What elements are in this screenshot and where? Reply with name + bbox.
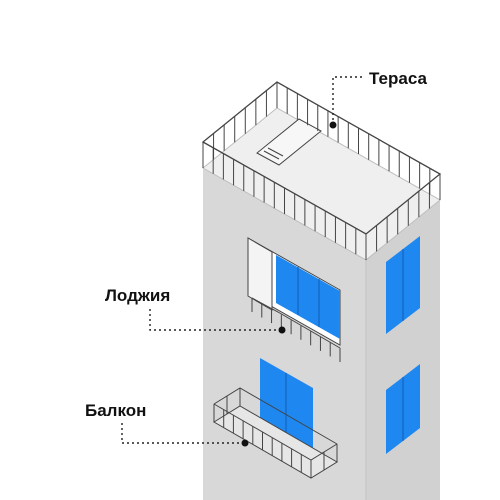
balcony-leader bbox=[121, 423, 244, 444]
terrace-railing bbox=[201, 81, 442, 260]
side-windows bbox=[386, 236, 420, 454]
side-wall bbox=[366, 200, 440, 500]
balcony-railing bbox=[213, 387, 338, 478]
loggia-leader bbox=[149, 309, 280, 331]
loggia-label: Лоджия bbox=[105, 286, 170, 305]
railing-posts bbox=[202, 82, 441, 260]
leader-lines bbox=[121, 76, 362, 444]
balcony-label: Балкон bbox=[85, 401, 146, 420]
roof-hatch-bar bbox=[267, 147, 284, 157]
roof-hatch bbox=[256, 118, 322, 166]
balcony-railing-posts bbox=[213, 388, 338, 478]
loggia-rail bbox=[251, 297, 341, 349]
loggia-window bbox=[276, 255, 340, 339]
loggia bbox=[247, 237, 341, 362]
terrace-leader-dot bbox=[329, 121, 337, 129]
loggia-railing-posts bbox=[251, 298, 341, 362]
terrace-leader bbox=[332, 76, 362, 125]
leader-dots bbox=[241, 121, 337, 447]
terrace-label: Тераса bbox=[369, 69, 427, 88]
loggia-railing bbox=[251, 297, 341, 362]
balcony-leader-dot bbox=[241, 439, 249, 447]
loggia-leader-dot bbox=[278, 326, 286, 334]
roof-hatch-bar bbox=[263, 150, 280, 160]
balcony bbox=[213, 358, 338, 479]
